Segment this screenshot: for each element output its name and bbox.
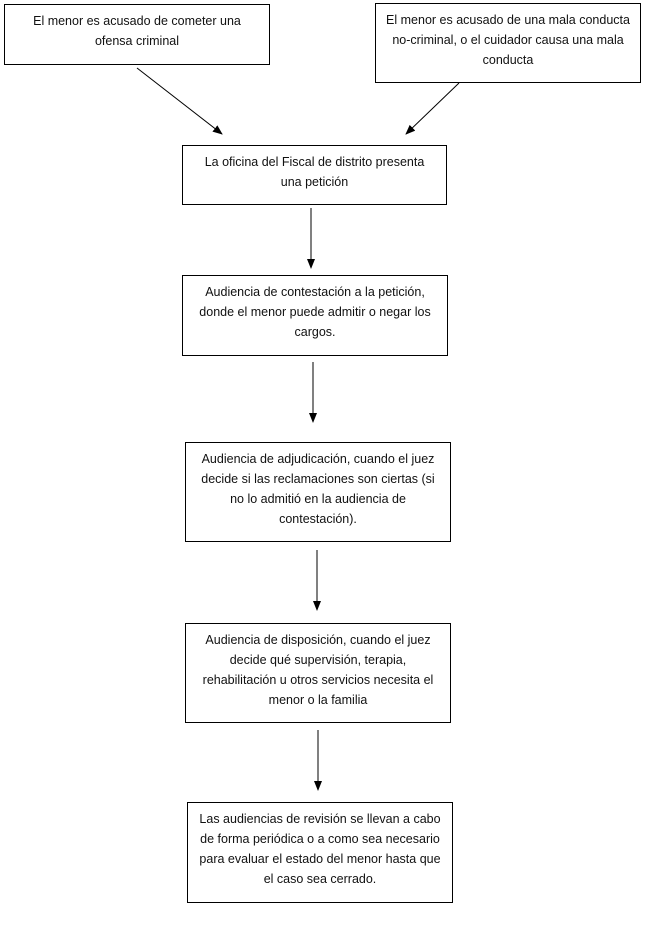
node-adjudication-hearing: Audiencia de adjudicación, cuando el jue… [185, 442, 451, 542]
arrow-n2-to-n3 [405, 82, 460, 135]
node-criminal-offense: El menor es acusado de cometer una ofens… [4, 4, 270, 65]
node-non-criminal-misconduct: El menor es acusado de una mala conducta… [375, 3, 641, 83]
node-answer-hearing: Audiencia de contestación a la petición,… [182, 275, 448, 356]
arrow-n1-to-n3 [136, 67, 223, 135]
node-district-attorney-petition: La oficina del Fiscal de distrito presen… [182, 145, 447, 205]
node-disposition-hearing: Audiencia de disposición, cuando el juez… [185, 623, 451, 723]
node-review-hearings: Las audiencias de revisión se llevan a c… [187, 802, 453, 903]
